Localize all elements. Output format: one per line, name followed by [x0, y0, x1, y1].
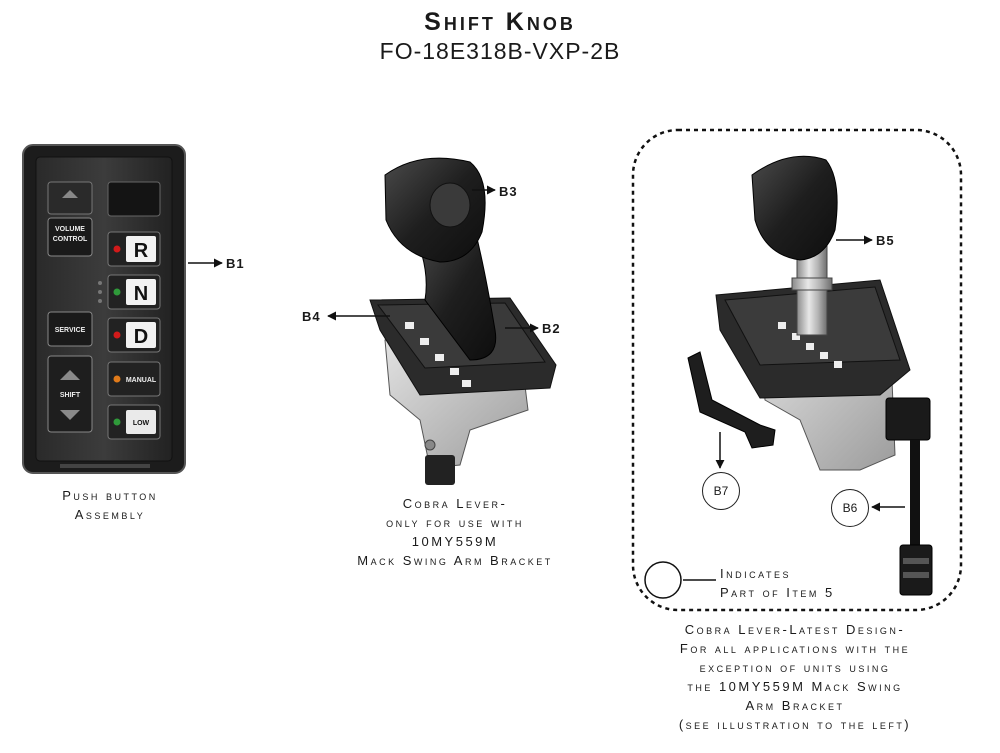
cobra-lever-caption: Cobra Lever- only for use with 10MY559M … [357, 496, 553, 568]
push-button-panel [22, 144, 186, 474]
callout-b2: B2 [542, 321, 561, 336]
drive-button-label: D [134, 326, 148, 348]
legend-circle [644, 561, 682, 599]
low-button-label: LOW [133, 420, 150, 427]
legend-text: Indicates Part of Item 5 [720, 566, 835, 600]
callout-b1: B1 [226, 256, 245, 271]
callout-b7: B7 [702, 472, 740, 510]
push-button-caption: Push button Assembly [62, 488, 158, 522]
neutral-button-label: N [134, 283, 148, 305]
part-number: FO-18E318B-VXP-2B [379, 38, 621, 64]
volume-control-button-label: VOLUME [55, 226, 85, 233]
callout-b3: B3 [499, 184, 518, 199]
latest-design-dashed-frame [631, 128, 963, 612]
service-button-label: SERVICE [55, 327, 86, 334]
shift-button-label: SHIFT [60, 392, 81, 399]
manual-button-label: MANUAL [126, 377, 157, 384]
callout-b6: B6 [831, 489, 869, 527]
callout-b4: B4 [302, 309, 321, 324]
callout-b5: B5 [876, 233, 895, 248]
cobra-lever-illustration [369, 157, 557, 485]
latest-design-caption: Cobra Lever-Latest Design- For all appli… [678, 622, 912, 732]
latest-design-illustration [687, 155, 933, 596]
reverse-button-label: R [134, 240, 149, 262]
page-title: Shift Knob [424, 8, 576, 36]
svg-text:CONTROL: CONTROL [53, 236, 88, 243]
